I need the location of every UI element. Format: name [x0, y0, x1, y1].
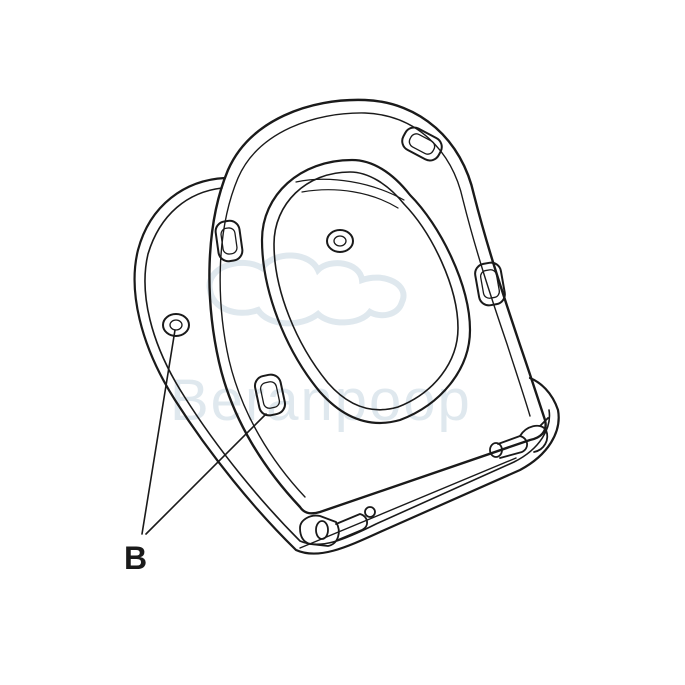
lid-outer-outline [133, 176, 560, 555]
bumper-pad-top-right [401, 126, 443, 162]
bumper-pad-lower-left [253, 373, 287, 417]
callout-line-to-lid-hole [141, 329, 176, 535]
watermark: Beranpoop [170, 252, 472, 433]
lid-bumper-hole-left [162, 313, 190, 337]
hinge-right [489, 417, 549, 459]
seat-opening-outer [260, 158, 472, 424]
watermark-cloud-logo [206, 252, 407, 327]
seat-outer-inner-line [219, 112, 531, 498]
bumper-pad-left [214, 219, 244, 263]
seat-outer-outline [208, 98, 547, 515]
seat-opening-rim-line [295, 178, 405, 209]
bumper-pad-right [474, 261, 506, 307]
seat-opening-inner [273, 171, 459, 411]
bumper-pad-right-inner [479, 269, 501, 299]
lid-bottom-edge [299, 457, 517, 549]
watermark-text: Beranpoop [170, 368, 472, 433]
lid-bumper-hole-center [326, 229, 354, 253]
lid-bumper-hole-left-inner [169, 319, 183, 331]
hinge-left [299, 506, 376, 547]
callout-label-b: B [124, 540, 148, 576]
lid-inner-outline [144, 187, 551, 546]
bumper-pad-lower-left-inner [259, 381, 281, 409]
bumper-pad-top-right-inner [408, 133, 436, 155]
callout-line-to-seat-bumper [145, 413, 267, 535]
lid-bumper-hole-center-inner [333, 235, 347, 247]
bumper-pad-left-inner [220, 227, 238, 255]
